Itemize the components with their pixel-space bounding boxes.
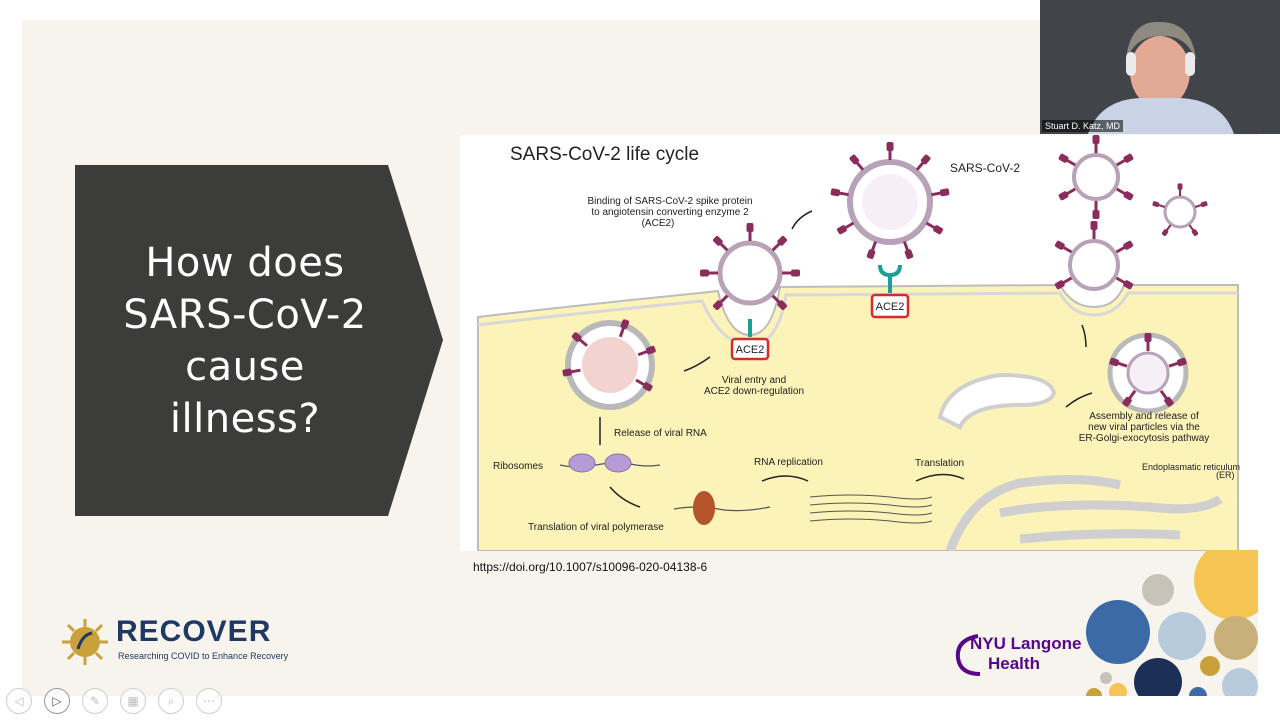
zoom-button[interactable]: ⌕: [158, 688, 184, 714]
pen-tool-button[interactable]: ✎: [82, 688, 108, 714]
binding-label-1: Binding of SARS-CoV-2 spike protein: [587, 196, 752, 207]
recover-tagline: Researching COVID to Enhance Recovery: [118, 651, 289, 661]
nyu-logo-line1: NYU Langone: [970, 634, 1082, 653]
endosome: [560, 317, 658, 410]
ace2-receptor: ACE2: [870, 264, 910, 319]
virus-particle-small: [1150, 182, 1210, 238]
ace2-pit-label: ACE2: [736, 344, 765, 356]
assembly-label-2: new viral particles via the: [1088, 422, 1200, 433]
arrow-shape: [75, 165, 443, 516]
participant-name-label: Stuart D. Katz, MD: [1042, 120, 1124, 132]
rna-strands: [809, 494, 933, 524]
see-all-slides-button[interactable]: ▦: [120, 688, 146, 714]
ribosomes-label: Ribosomes: [493, 461, 543, 472]
nyu-logo-line2: Health: [988, 654, 1040, 673]
recover-logo: RECOVER Researching COVID to Enhance Rec…: [58, 615, 298, 669]
next-slide-button[interactable]: ▷: [44, 688, 70, 714]
decorative-dots: [1086, 550, 1258, 696]
slideshow-toolbar: ◁ ▷ ✎ ▦ ⌕ ⋯: [6, 688, 222, 714]
previous-slide-button[interactable]: ◁: [6, 688, 32, 714]
entry-label-1: Viral entry and: [722, 375, 786, 386]
binding-label-3: (ACE2): [642, 218, 675, 229]
viral-polymerase: [673, 491, 771, 525]
virus-particle-topright: [1056, 135, 1136, 221]
polymerase-label: Translation of viral polymerase: [528, 522, 664, 533]
er-label: Endoplasmatic reticulum: [1142, 462, 1240, 472]
life-cycle-diagram: SARS-CoV-2 life cycle: [477, 135, 1240, 551]
assembly-label-3: ER-Golgi-exocytosis pathway: [1079, 433, 1210, 444]
nyu-langone-logo: NYU Langone Health: [952, 630, 1081, 680]
release-rna-label: Release of viral RNA: [614, 428, 707, 439]
nyu-torch-icon: [955, 634, 981, 676]
virus-particle-binding: [698, 221, 802, 313]
recover-wordmark: RECOVER: [116, 615, 272, 648]
figure-heading: SARS-CoV-2 life cycle: [510, 144, 699, 165]
doi-link[interactable]: https://doi.org/10.1007/s10096-020-04138…: [473, 560, 708, 574]
title-arrow-panel: How does SARS-CoV-2 cause illness?: [75, 165, 445, 516]
ace2-label: ACE2: [876, 301, 905, 313]
virus-particle-large: [828, 140, 952, 262]
assembly-label-1: Assembly and release of: [1089, 411, 1199, 422]
virus-label: SARS-CoV-2: [950, 161, 1020, 175]
er-label-abbrev: (ER): [1216, 470, 1235, 480]
life-cycle-figure: SARS-CoV-2 life cycle: [460, 135, 1258, 551]
rna-replication-label: RNA replication: [754, 457, 823, 468]
webcam-video-tile[interactable]: Stuart D. Katz, MD: [1040, 0, 1280, 134]
recover-virus-icon: [62, 619, 108, 665]
more-options-button[interactable]: ⋯: [196, 688, 222, 714]
ace2-pit-receptor: ACE2: [730, 319, 770, 361]
translation-label: Translation: [915, 458, 964, 469]
cycle-arrows: [599, 210, 1093, 508]
speaker-video: [1040, 0, 1280, 134]
assembly-vesicle: [1107, 331, 1189, 414]
ribosomes: [559, 453, 661, 473]
slide-title: How does SARS-CoV-2 cause illness?: [123, 240, 367, 442]
entry-label-2: ACE2 down-regulation: [704, 386, 804, 397]
binding-label-2: to angiotensin converting enzyme 2: [591, 207, 749, 218]
virus-particle-exiting: [1052, 219, 1136, 292]
